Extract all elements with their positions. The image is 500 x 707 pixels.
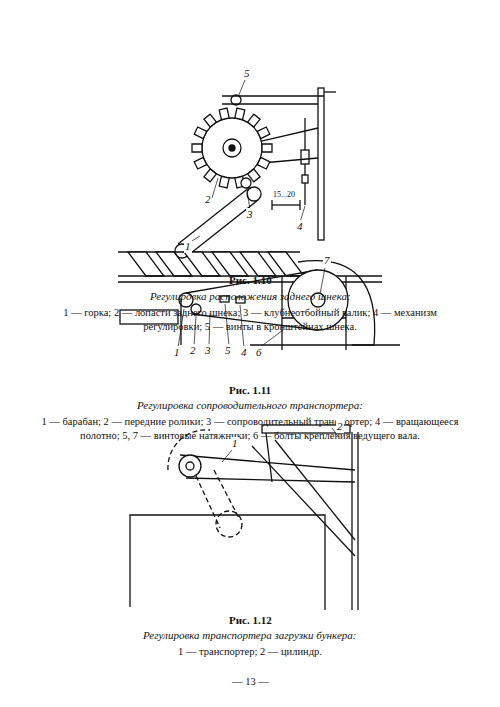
line-stroke bbox=[212, 178, 218, 198]
g-stroke bbox=[192, 108, 272, 188]
callout-number: 2 bbox=[189, 344, 197, 357]
line-stroke bbox=[259, 330, 283, 348]
rect-stroke bbox=[301, 150, 309, 164]
line-stroke bbox=[262, 158, 318, 163]
figure-legend: 1 — барабан; 2 — передние ролики; 3 — со… bbox=[35, 415, 465, 443]
circle-stroke bbox=[229, 145, 235, 151]
line-stroke bbox=[250, 344, 400, 345]
callout-number: 6 bbox=[255, 346, 263, 359]
callout-number: 7 bbox=[323, 254, 331, 267]
circle-stroke bbox=[241, 178, 251, 188]
line-stroke bbox=[271, 200, 272, 210]
polygon-stroke bbox=[268, 252, 304, 276]
polygon-stroke bbox=[248, 114, 261, 127]
rect-stroke bbox=[302, 175, 308, 183]
line-stroke bbox=[186, 478, 355, 482]
callout-number: 1 bbox=[231, 437, 239, 450]
callout-number: 2 bbox=[336, 420, 344, 433]
callout-number: 5 bbox=[243, 67, 251, 80]
rear-auger-drawing bbox=[175, 80, 336, 258]
accompanying-conveyor-drawing bbox=[118, 252, 400, 350]
circle-stroke bbox=[216, 511, 242, 537]
figure-number: Рис. 1.12 bbox=[229, 614, 272, 627]
line-stroke bbox=[351, 432, 352, 610]
polygon-stroke bbox=[219, 176, 229, 188]
polygon-stroke bbox=[235, 108, 245, 120]
path-stroke bbox=[130, 515, 325, 610]
polygon-stroke bbox=[204, 114, 217, 127]
circle-stroke bbox=[247, 187, 261, 201]
g-stroke bbox=[192, 80, 305, 241]
line-stroke bbox=[247, 190, 250, 210]
figure-legend: 1 — транспортер; 2 — цилиндр. bbox=[40, 645, 460, 659]
callout-number: 3 bbox=[204, 344, 212, 357]
polygon-stroke bbox=[257, 157, 270, 169]
callout-number: 4 bbox=[240, 346, 248, 359]
polygon-stroke bbox=[194, 157, 207, 169]
circle-stroke bbox=[231, 95, 241, 105]
g-stroke bbox=[128, 252, 304, 276]
callout-number: 4 bbox=[296, 220, 304, 233]
line-stroke bbox=[180, 455, 355, 470]
line-stroke bbox=[357, 432, 358, 610]
circle-stroke bbox=[186, 462, 194, 470]
callout-number: 1 bbox=[173, 346, 181, 359]
line-stroke bbox=[192, 236, 200, 241]
polygon-stroke bbox=[192, 144, 202, 152]
callout-number: 3 bbox=[246, 208, 254, 221]
circle-stroke bbox=[223, 139, 241, 157]
rect-stroke bbox=[318, 88, 324, 240]
figure-title: Регулировка сопроводительного транспорте… bbox=[137, 399, 363, 412]
line-stroke bbox=[275, 440, 355, 540]
line-stroke bbox=[222, 450, 232, 462]
polygon-stroke bbox=[219, 108, 229, 120]
line-stroke bbox=[238, 80, 245, 97]
g-stroke bbox=[168, 430, 242, 537]
polygon-stroke bbox=[194, 127, 207, 139]
callout-number: 1 bbox=[184, 240, 192, 253]
polygon-stroke bbox=[204, 169, 217, 182]
polygon-stroke bbox=[257, 127, 270, 139]
line-stroke bbox=[186, 200, 258, 257]
page-number: — 13 — bbox=[232, 676, 269, 689]
line-stroke bbox=[272, 204, 300, 205]
figure-number: Рис. 1.10 bbox=[229, 274, 272, 287]
bunker-conveyor-drawing bbox=[130, 425, 358, 610]
figure-legend: 1 — горка; 2 — лопасти заднего шнека; 3 … bbox=[40, 306, 460, 334]
figure-number: Рис. 1.11 bbox=[229, 384, 271, 397]
figure-title: Регулировка расположения заднего шнека: bbox=[150, 290, 351, 303]
polygon-stroke bbox=[262, 144, 272, 152]
callout-number: 5 bbox=[224, 344, 232, 357]
figure-title: Регулировка транспортера загрузки бункер… bbox=[143, 629, 357, 642]
callout-number: 2 bbox=[204, 193, 212, 206]
dimension-label: 15...20 bbox=[272, 190, 296, 200]
circle-stroke bbox=[179, 455, 201, 477]
line-stroke bbox=[299, 200, 300, 210]
line-stroke bbox=[324, 91, 336, 92]
